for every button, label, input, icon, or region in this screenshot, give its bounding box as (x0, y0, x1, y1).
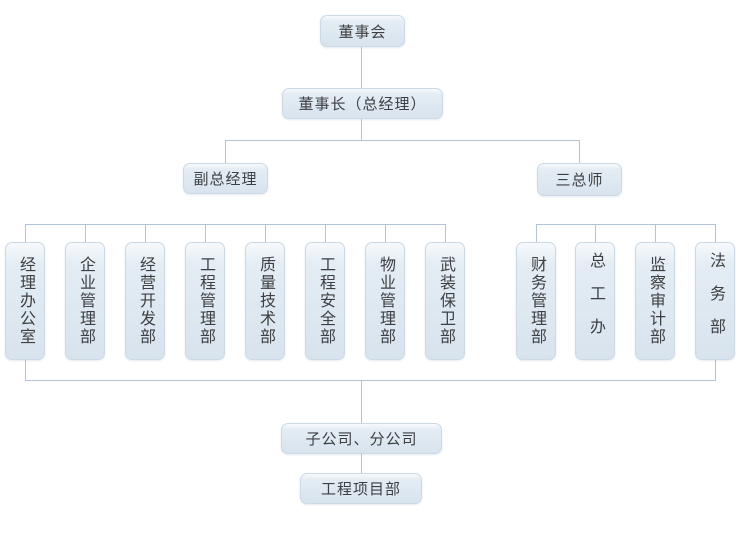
connector-drop-dept (655, 224, 656, 242)
connector-left-rail (25, 224, 446, 225)
connector-drop-dept (715, 224, 716, 242)
dept-label: 工程安全部 (317, 256, 334, 346)
dept-label: 工程管理部 (197, 256, 214, 346)
dept-label: 监察审计部 (647, 256, 664, 346)
connector-drop-dept (325, 224, 326, 242)
dept-label: 企业管理部 (77, 256, 94, 346)
connector-drop-deputy-gm (225, 140, 226, 163)
node-three-chiefs: 三总师 (537, 163, 622, 196)
connector-drop-dept (265, 224, 266, 242)
dept-label: 经营开发部 (137, 256, 154, 346)
connector-drop-subsidiaries (361, 381, 362, 423)
connector-chairman-down (361, 119, 362, 141)
node-dept-engineering-safety: 工程安全部 (305, 242, 345, 360)
dept-label: 法务部 (707, 251, 724, 351)
dept-label: 总工办 (587, 251, 604, 351)
node-dept-engineering-mgmt: 工程管理部 (185, 242, 225, 360)
connector-board-chairman (361, 47, 362, 88)
dept-label: 物业管理部 (377, 256, 394, 346)
dept-label: 财务管理部 (528, 256, 545, 346)
node-dept-finance-mgmt: 财务管理部 (516, 242, 556, 360)
node-dept-chief-engineer-office: 总工办 (575, 242, 615, 360)
connector-subsidiaries-project (361, 454, 362, 473)
connector-leftmost-down (25, 360, 26, 381)
node-deputy-gm: 副总经理 (183, 163, 268, 194)
connector-drop-dept (595, 224, 596, 242)
connector-drop-dept (536, 224, 537, 242)
connector-drop-dept (205, 224, 206, 242)
connector-right-rail (536, 224, 716, 225)
dept-label: 质量技术部 (257, 256, 274, 346)
node-subsidiaries: 子公司、分公司 (281, 423, 442, 454)
node-dept-armed-security: 武装保卫部 (425, 242, 465, 360)
dept-label: 武装保卫部 (437, 256, 454, 346)
dept-label: 经理办公室 (17, 256, 34, 346)
node-dept-supervision-audit: 监察审计部 (635, 242, 675, 360)
node-dept-property-mgmt: 物业管理部 (365, 242, 405, 360)
node-chairman: 董事长（总经理） (282, 88, 443, 119)
node-board: 董事会 (320, 15, 405, 47)
connector-drop-dept (145, 224, 146, 242)
connector-drop-dept (25, 224, 26, 242)
node-dept-business-dev: 经营开发部 (125, 242, 165, 360)
node-dept-quality-tech: 质量技术部 (245, 242, 285, 360)
connector-drop-dept (445, 224, 446, 242)
connector-level2-rail (225, 140, 580, 141)
node-dept-enterprise-mgmt: 企业管理部 (65, 242, 105, 360)
node-dept-manager-office: 经理办公室 (5, 242, 45, 360)
connector-drop-three-chiefs (579, 140, 580, 163)
connector-drop-dept (385, 224, 386, 242)
node-dept-legal: 法务部 (695, 242, 735, 360)
connector-bottom-rail (25, 380, 716, 381)
connector-rightmost-down (715, 360, 716, 381)
node-project-dept: 工程项目部 (300, 473, 422, 504)
connector-drop-dept (85, 224, 86, 242)
